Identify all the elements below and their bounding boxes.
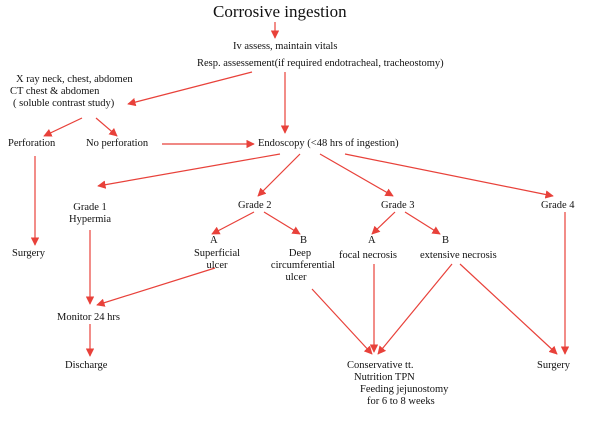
grade4-node: Grade 4 <box>541 200 575 211</box>
arrow-2a-to-monitor <box>96 267 216 307</box>
arrow-imaging-to-no-perforation <box>95 117 118 137</box>
arrow-endoscopy-to-grade2 <box>257 153 301 197</box>
conservative-line-3: Feeding jejunostomy <box>360 384 449 395</box>
imaging-line-1: X ray neck, chest, abdomen <box>16 74 133 85</box>
grade1-node: Grade 1 Hypermia <box>62 202 118 226</box>
arrow-imaging-to-perforation <box>43 117 83 137</box>
discharge-node: Discharge <box>65 360 108 371</box>
grade3b-letter: B <box>442 235 450 246</box>
grade2b-node: Deep circumferential ulcer <box>258 248 348 284</box>
grade2-node: Grade 2 <box>238 200 272 211</box>
arrow-endoscopy-to-grade4 <box>344 153 554 199</box>
arrow-3b-to-conservative <box>377 263 453 355</box>
conservative-line-1: Conservative tt. <box>347 360 414 371</box>
arrow-grade3-to-3b <box>404 211 441 235</box>
grade3a-letter: A <box>368 235 376 246</box>
title-corrosive-ingestion: Corrosive ingestion <box>213 2 347 21</box>
grade2a-line-1: Superficial <box>193 248 241 259</box>
conservative-node: Conservative tt. Nutrition TPN Feeding j… <box>340 360 448 408</box>
conservative-line-2: Nutrition TPN <box>354 372 415 383</box>
conservative-line-4: for 6 to 8 weeks <box>367 396 435 407</box>
arrow-resp-to-imaging <box>127 71 253 107</box>
grade1-finding: Hypermia <box>69 214 111 225</box>
arrow-grade3-to-3a <box>371 211 396 235</box>
arrow-2b-to-conservative <box>311 288 373 355</box>
resp-assessment-node: Resp. assessement(if required endotrache… <box>197 58 444 69</box>
grade3b-node: extensive necrosis <box>420 250 497 261</box>
perforation-node: Perforation <box>8 138 56 149</box>
grade3a-node: focal necrosis <box>339 250 398 261</box>
imaging-node: X ray neck, chest, abdomen CT chest & ab… <box>8 74 133 110</box>
grade2b-line-2: circumferential <box>270 260 336 271</box>
imaging-line-2: CT chest & abdomen <box>10 86 100 97</box>
surgery-right-node: Surgery <box>537 360 571 371</box>
grade2b-letter: B <box>300 235 308 246</box>
monitor-node: Monitor 24 hrs <box>57 312 120 323</box>
arrow-grade2-to-2a <box>211 211 255 235</box>
iv-assess-node: Iv assess, maintain vitals <box>233 41 338 52</box>
grade2b-line-1: Deep <box>288 248 312 259</box>
arrow-3b-to-surgery <box>459 263 558 355</box>
grade2a-line-2: ulcer <box>206 260 228 271</box>
grade2a-node: Superficial ulcer <box>177 248 257 272</box>
grade3-node: Grade 3 <box>381 200 415 211</box>
arrow-endoscopy-to-grade1 <box>97 153 281 189</box>
grade2b-line-3: ulcer <box>285 272 307 283</box>
arrow-grade2-to-2b <box>263 211 301 235</box>
grade2a-letter: A <box>210 235 218 246</box>
endoscopy-node: Endoscopy (<48 hrs of ingestion) <box>258 138 399 149</box>
arrow-endoscopy-to-grade3 <box>319 153 394 197</box>
grade1-label: Grade 1 <box>73 202 107 213</box>
imaging-line-3: ( soluble contrast study) <box>13 98 115 109</box>
surgery-left-node: Surgery <box>12 248 46 259</box>
no-perforation-node: No perforation <box>86 138 149 149</box>
